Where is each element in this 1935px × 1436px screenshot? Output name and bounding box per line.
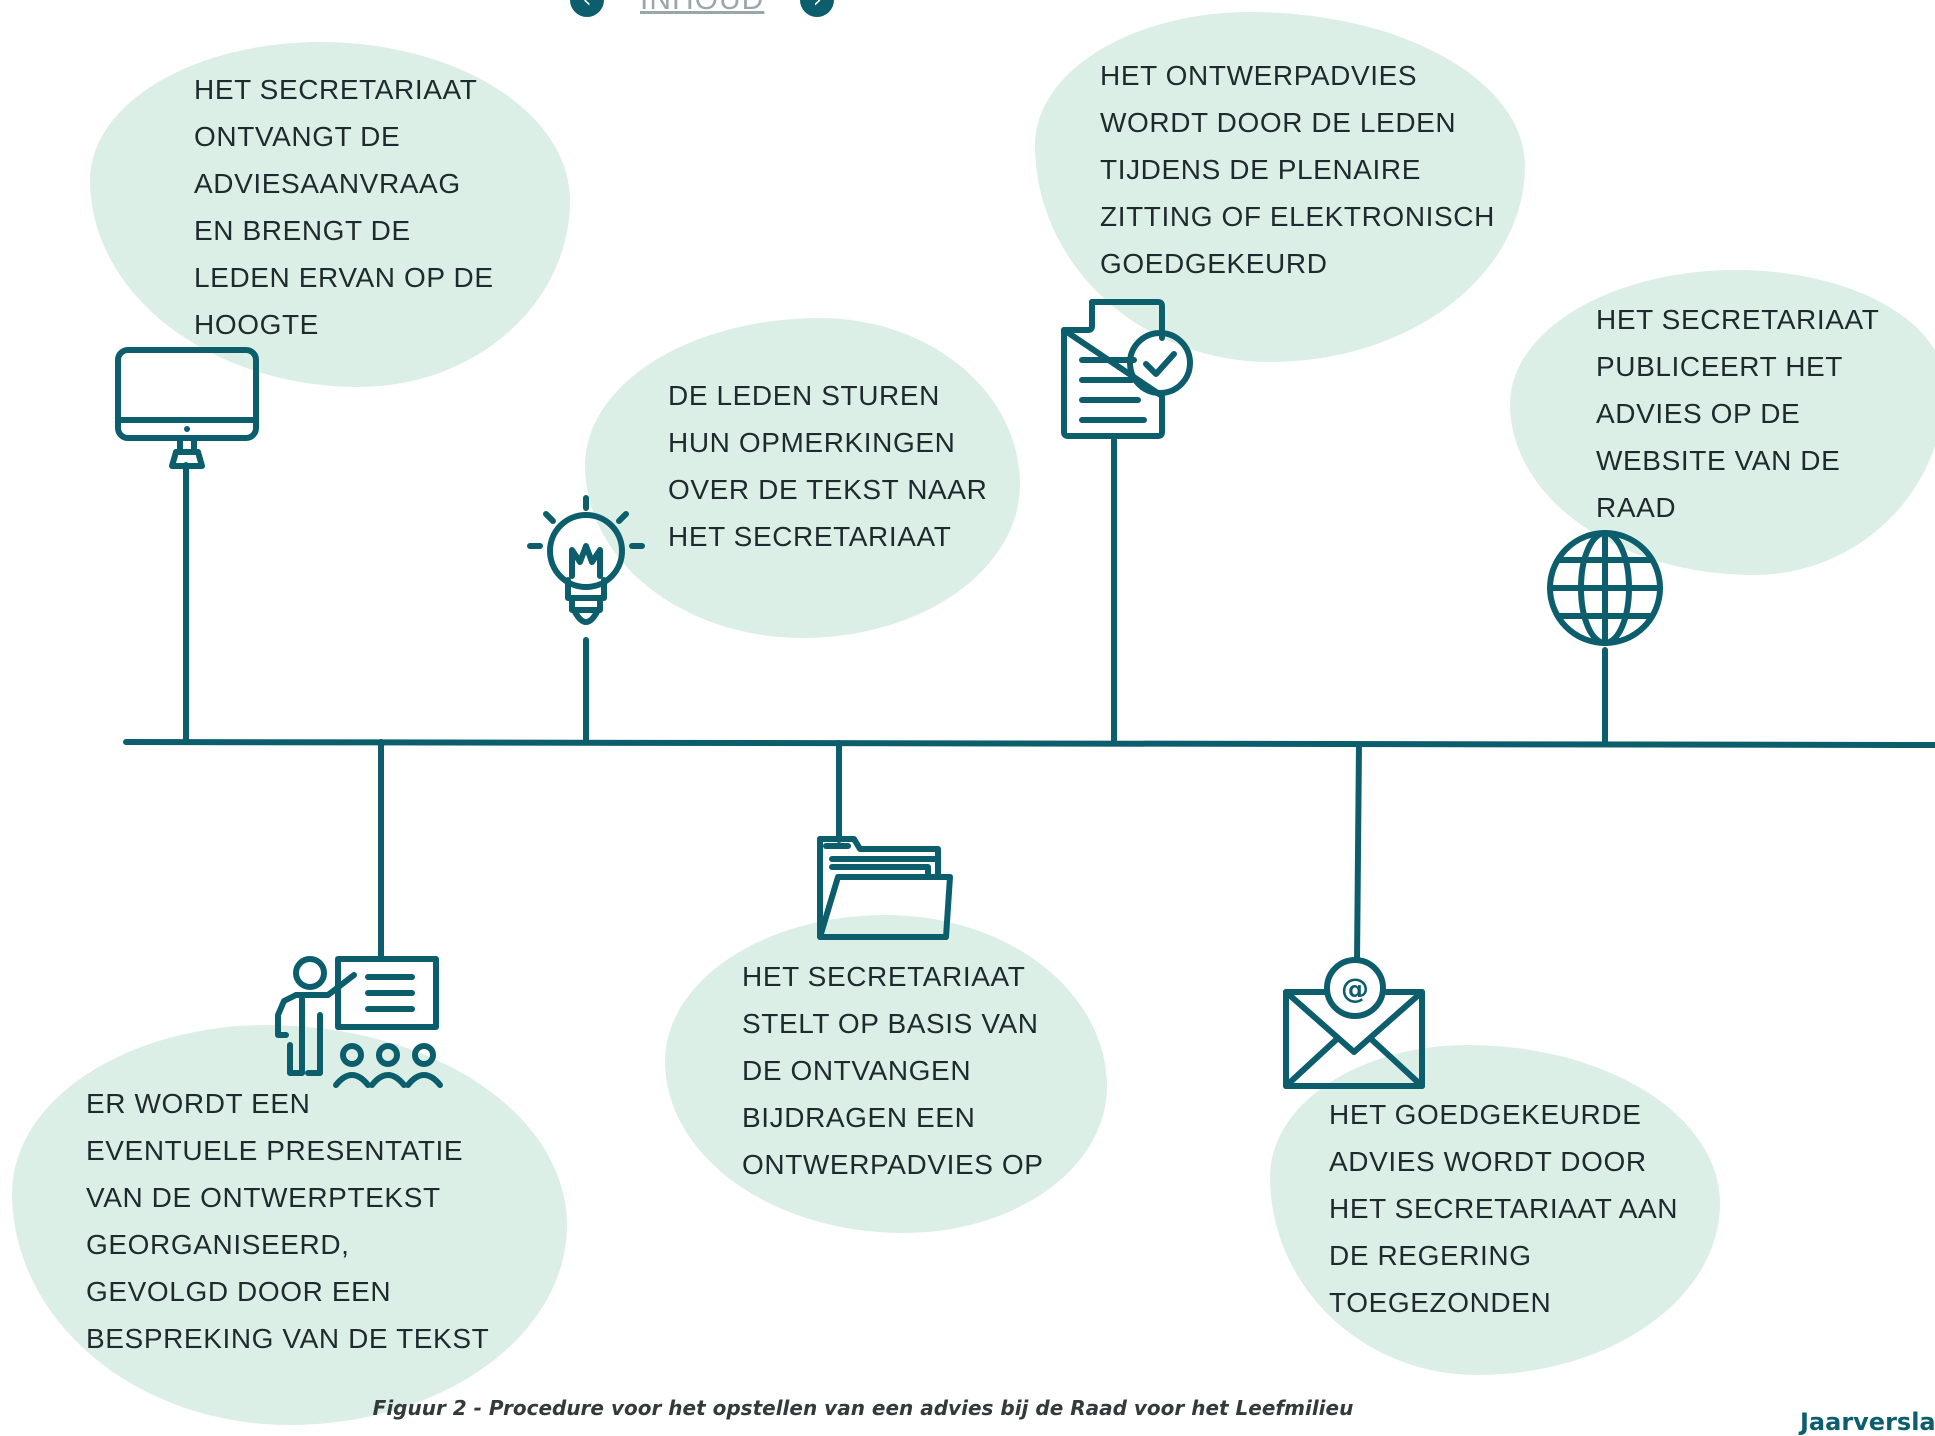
text-line: RAAD (1596, 492, 1677, 523)
top-navigation: ‹ INHOUD › (570, 0, 835, 18)
text-line: STELT OP BASIS VAN (742, 1008, 1039, 1039)
text-line: HET ONTWERPADVIES (1100, 60, 1418, 91)
step-7-text: HET GOEDGEKEURDE ADVIES WORDT DOOR HET S… (1329, 1091, 1678, 1326)
approved-document-icon (1061, 299, 1193, 439)
text-line: DE ONTVANGEN (742, 1055, 972, 1086)
text-line: GEORGANISEERD, (86, 1229, 350, 1260)
text-line: HET SECRETARIAAT (1596, 304, 1880, 335)
text-line: ONTVANGT DE (194, 121, 401, 152)
text-line: ADVIES WORDT DOOR (1329, 1146, 1647, 1177)
text-line: DE REGERING (1329, 1240, 1532, 1271)
connector-step-7 (1354, 741, 1362, 965)
text-line: HET SECRETARIAAT (742, 961, 1026, 992)
at-sign: @ (1341, 972, 1369, 1005)
text-line: HET SECRETARIAAT (668, 521, 952, 552)
text-line: TOEGEZONDEN (1329, 1287, 1552, 1318)
previous-page-icon[interactable]: ‹ (570, 0, 604, 17)
text-line: GEVOLGD DOOR EEN (86, 1276, 392, 1307)
text-line: EVENTUELE PRESENTATIE (86, 1135, 464, 1166)
text-line: GOEDGEKEURD (1100, 248, 1328, 279)
text-line: ZITTING OF ELEKTRONISCH (1100, 201, 1495, 232)
text-line: VAN DE ONTWERPTEKST (86, 1182, 441, 1213)
blob-step-5 (12, 1025, 567, 1425)
blob-step-6 (665, 915, 1107, 1233)
text-line: BESPREKING VAN DE TEKST (86, 1323, 490, 1354)
blob-step-7 (1270, 1045, 1720, 1375)
text-line: ER WORDT EEN (86, 1088, 311, 1119)
step-5-text: ER WORDT EEN EVENTUELE PRESENTATIE VAN D… (86, 1080, 489, 1362)
text-line: OVER DE TEKST NAAR (668, 474, 988, 505)
text-line: HUN OPMERKINGEN (668, 427, 956, 458)
step-6-text: HET SECRETARIAAT STELT OP BASIS VAN DE O… (742, 953, 1044, 1188)
email-icon: @ (1283, 957, 1425, 1089)
text-line: HET SECRETARIAAT (194, 74, 478, 105)
text-line: BIJDRAGEN EEN (742, 1102, 976, 1133)
text-line: WORDT DOOR DE LEDEN (1100, 107, 1457, 138)
text-line: EN BRENGT DE (194, 215, 411, 246)
text-line: HOOGTE (194, 309, 319, 340)
step-4-text: HET SECRETARIAAT PUBLICEERT HET ADVIES O… (1596, 296, 1879, 531)
footer-report-title: Jaarversla (1800, 1408, 1935, 1436)
monitor-icon (115, 347, 259, 469)
text-line: HET SECRETARIAAT AAN (1329, 1193, 1679, 1224)
timeline-axis (123, 739, 1935, 748)
text-line: ONTWERPADVIES OP (742, 1149, 1044, 1180)
text-line: ADVIESAANVRAAG (194, 168, 461, 199)
presentation-icon (275, 956, 443, 1088)
globe-icon (1547, 530, 1663, 646)
text-line: WEBSITE VAN DE (1596, 445, 1841, 476)
table-of-contents-link[interactable]: INHOUD (640, 0, 764, 17)
text-line: PUBLICEERT HET (1596, 351, 1843, 382)
folder-icon (817, 836, 953, 940)
text-line: LEDEN ERVAN OP DE (194, 262, 494, 293)
step-1-text: HET SECRETARIAAT ONTVANGT DE ADVIESAANVR… (194, 66, 494, 348)
text-line: TIJDENS DE PLENAIRE (1100, 154, 1422, 185)
text-line: DE LEDEN STUREN (668, 380, 940, 411)
text-line: ADVIES OP DE (1596, 398, 1801, 429)
figure-caption: Figuur 2 - Procedure voor het opstellen … (372, 1396, 1354, 1420)
next-page-icon[interactable]: › (800, 0, 835, 17)
step-3-text: HET ONTWERPADVIES WORDT DOOR DE LEDEN TI… (1100, 52, 1495, 287)
blob-step-2 (585, 318, 1020, 638)
blob-step-4 (1510, 270, 1935, 575)
text-line: HET GOEDGEKEURDE (1329, 1099, 1642, 1130)
lightbulb-icon (527, 495, 645, 625)
step-2-text: DE LEDEN STUREN HUN OPMERKINGEN OVER DE … (668, 372, 987, 560)
